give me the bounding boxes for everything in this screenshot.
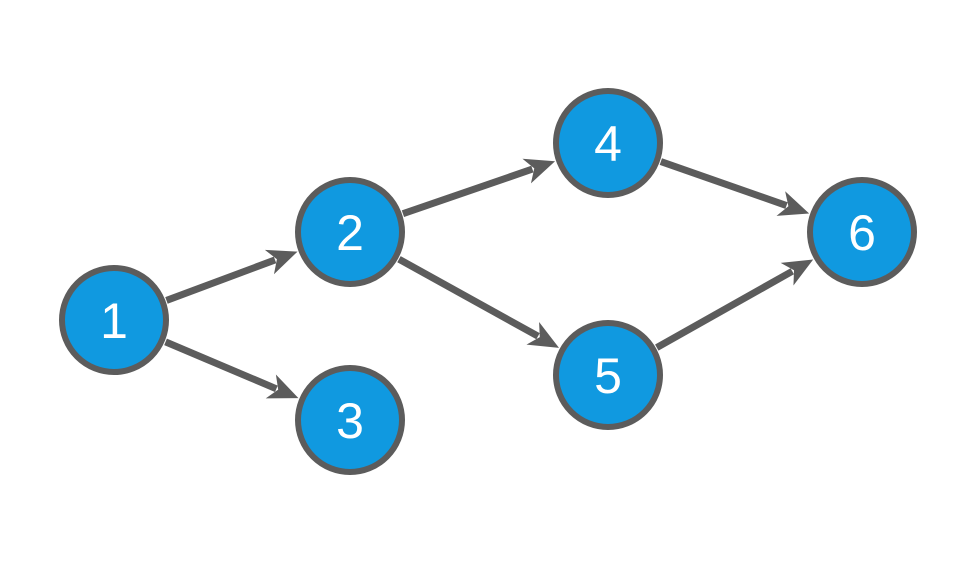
nodes-layer: 1 2 3 4 5 6 [59, 88, 917, 475]
edge-arrowhead [264, 249, 298, 275]
graph-node-6[interactable]: 6 [807, 177, 917, 287]
node-circle[interactable] [553, 88, 663, 198]
edge-arrowhead [522, 158, 556, 184]
node-circle[interactable] [295, 177, 405, 287]
node-circle[interactable] [59, 265, 169, 375]
graph-node-3[interactable]: 3 [295, 365, 405, 475]
node-circle[interactable] [295, 365, 405, 475]
graph-node-4[interactable]: 4 [553, 88, 663, 198]
graph-edge-4-to-6 [659, 158, 810, 216]
edge-line [401, 165, 534, 218]
graph-edge-2-to-4 [401, 158, 556, 218]
edge-arrowhead [780, 259, 814, 286]
node-circle[interactable] [553, 320, 663, 430]
edge-arrowhead [776, 191, 810, 216]
node-circle[interactable] [807, 177, 917, 287]
graph-edge-1-to-3 [164, 338, 299, 399]
graph-node-5[interactable]: 5 [553, 320, 663, 430]
graph-edge-1-to-2 [165, 249, 298, 304]
edge-line [165, 256, 277, 304]
edges-layer [164, 158, 814, 399]
edge-line [397, 256, 540, 340]
edge-line [659, 158, 788, 209]
edge-line [164, 338, 278, 393]
graph-edge-5-to-6 [655, 259, 814, 351]
edge-arrowhead [526, 321, 560, 348]
edge-line [655, 268, 795, 351]
graph-node-2[interactable]: 2 [295, 177, 405, 287]
edge-arrowhead [265, 374, 299, 399]
graph-edge-2-to-5 [397, 256, 560, 348]
graph-node-1[interactable]: 1 [59, 265, 169, 375]
